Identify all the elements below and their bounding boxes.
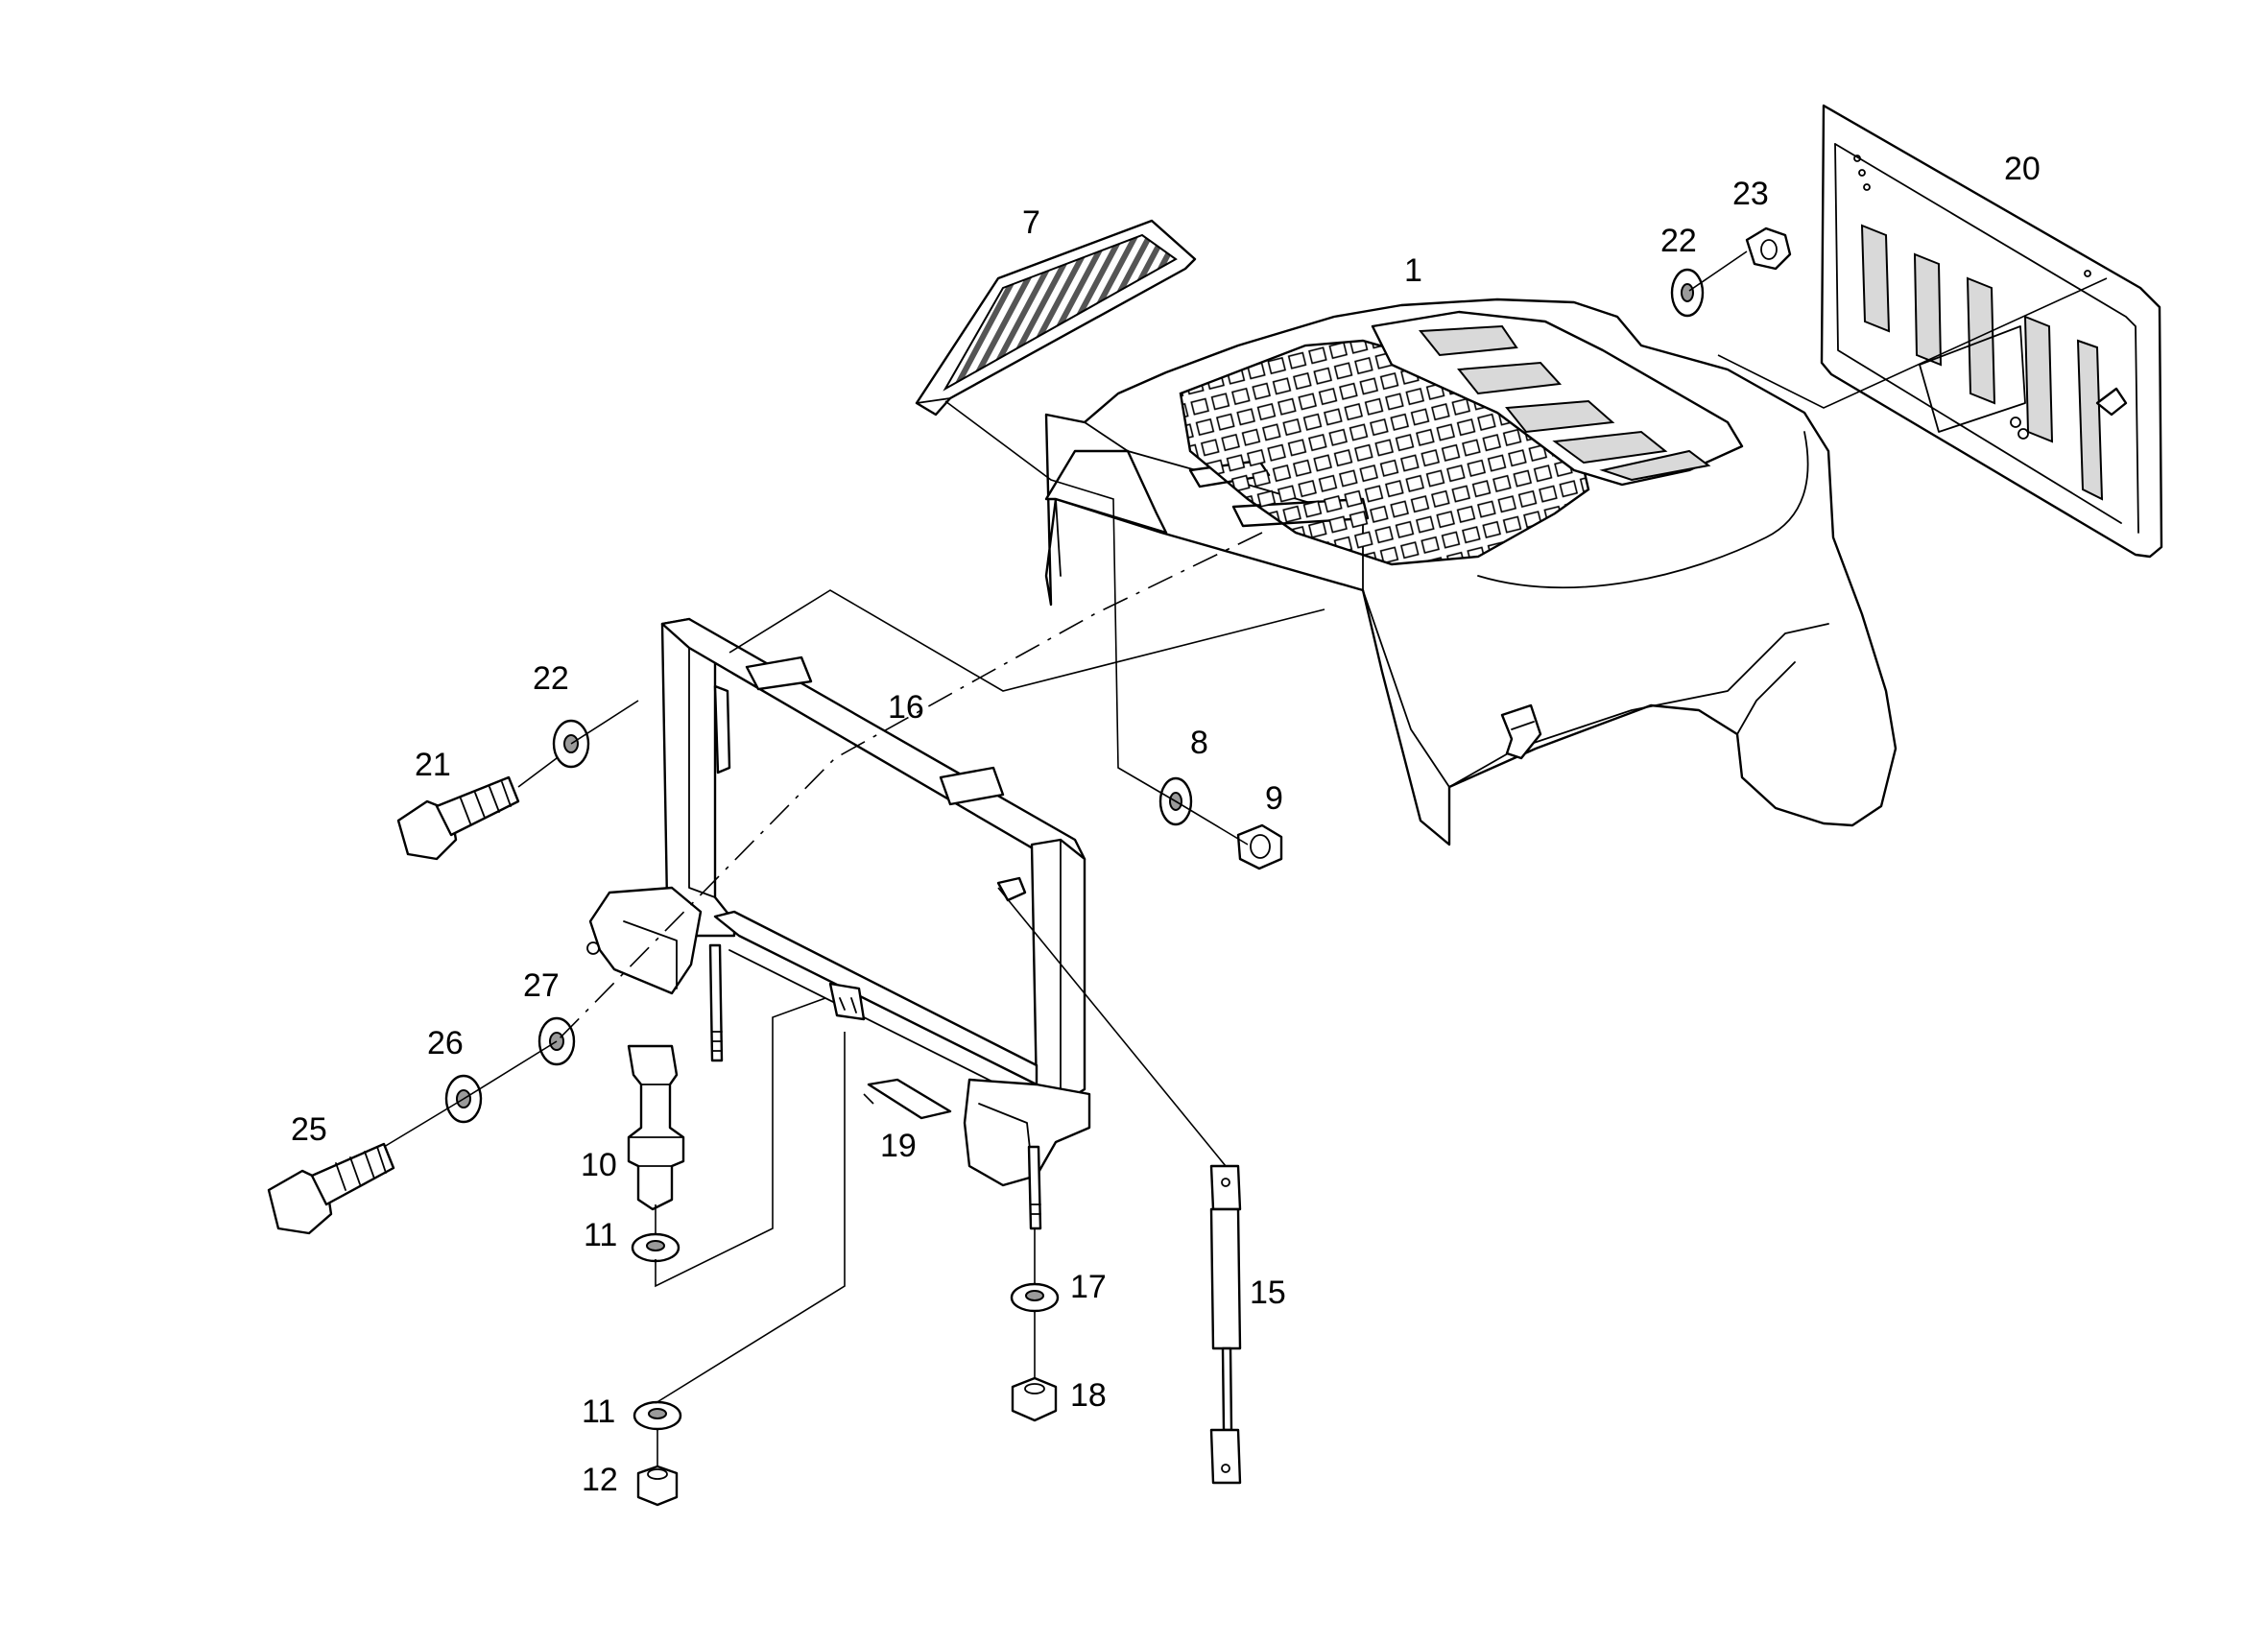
callout-10: 10 [581,1147,617,1183]
callout-27: 27 [523,967,560,1004]
callout-9: 9 [1265,780,1283,817]
callout-12: 12 [582,1462,618,1498]
leader-lines [383,250,2108,1466]
washer-part-22-top [1670,268,1705,318]
bolt-part-25 [267,1142,395,1235]
callout-22-left: 22 [533,660,569,697]
callout-23: 23 [1732,176,1769,212]
callout-17: 17 [1070,1269,1107,1305]
callout-20: 20 [2004,151,2041,187]
callout-15: 15 [1250,1275,1286,1311]
bolt-part-21 [396,775,520,861]
callout-18: 18 [1070,1377,1107,1414]
callout-8: 8 [1190,725,1208,761]
air-grille-part-7 [915,219,1197,417]
callout-labels: 1 7 8 9 10 11 11 12 15 16 17 18 19 20 21… [291,151,2041,1498]
stud-part-10 [627,1044,685,1211]
nut-part-12 [636,1465,679,1507]
nut-part-18 [1011,1376,1058,1422]
callout-1: 1 [1404,252,1422,289]
nut-part-9 [1236,823,1283,870]
hood-cover-part-1 [1044,298,1898,846]
washer-part-17 [1010,1282,1060,1313]
callout-11-upper: 11 [584,1217,617,1253]
washer-part-11-lower [633,1400,682,1431]
nut-part-23 [1745,226,1792,271]
plate-part-19 [867,1078,952,1120]
callout-22-top: 22 [1660,223,1697,259]
callout-26: 26 [427,1025,464,1061]
callout-16: 16 [888,689,924,726]
callout-21: 21 [415,747,451,783]
callout-25: 25 [291,1111,327,1148]
gas-strut-part-15 [1209,1164,1242,1485]
washer-part-11-upper [631,1232,680,1263]
callout-7: 7 [1022,204,1040,241]
support-frame-part-16 [586,617,1091,1230]
callout-11-lower: 11 [582,1394,615,1430]
callout-19: 19 [880,1128,917,1164]
